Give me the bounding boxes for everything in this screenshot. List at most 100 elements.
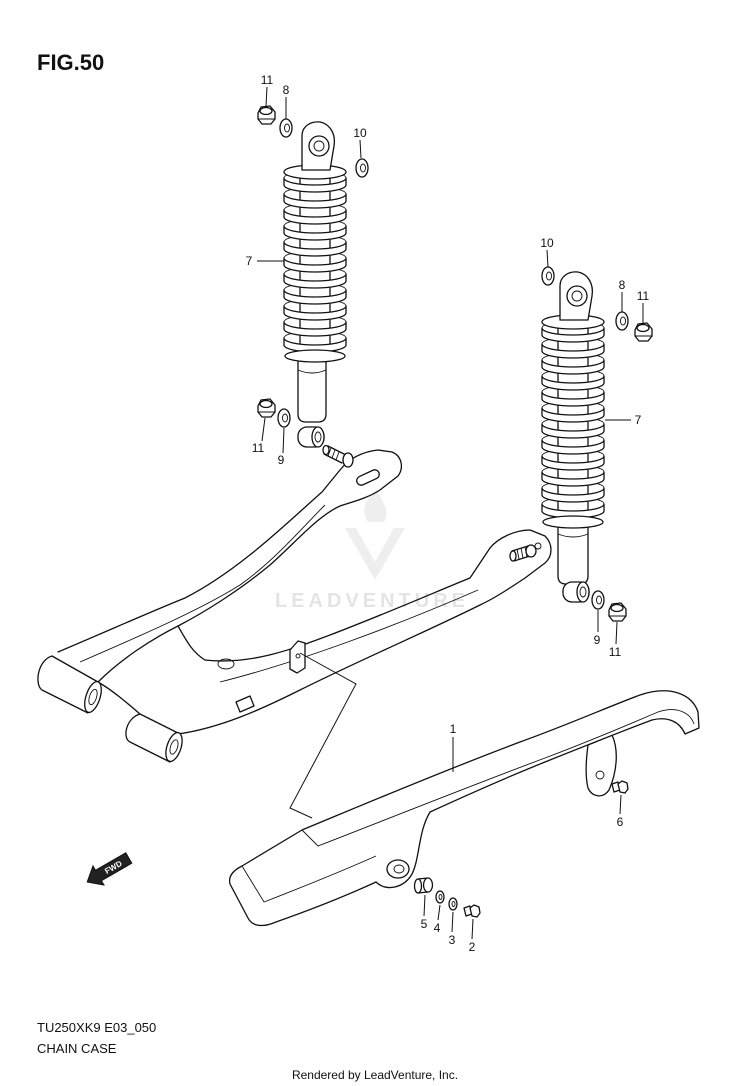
washer	[615, 311, 629, 331]
lower-pivot-tube	[125, 713, 183, 763]
figure-title: FIG.50	[37, 50, 104, 75]
watermark-flame-icon	[364, 488, 387, 522]
swing-arm-lower-member	[177, 529, 552, 735]
mount-boss-hole	[393, 864, 405, 874]
left-shock-absorber	[283, 121, 347, 448]
lower-pivot-tube-end	[165, 731, 183, 763]
callout-number: 5	[421, 917, 428, 931]
upper-stud-threads	[327, 447, 340, 461]
washer	[279, 118, 293, 138]
lower-stud-collar	[525, 544, 537, 558]
upper-stud-shank	[323, 445, 347, 464]
mount-tab-hole	[295, 653, 301, 659]
callout-number: 7	[635, 413, 642, 427]
hose-guide-bracket	[235, 695, 255, 713]
upper-stud-collar	[342, 452, 354, 468]
chain-case-mount-tab	[289, 640, 306, 674]
callout-number: 11	[637, 289, 650, 303]
washer	[541, 266, 555, 286]
render-credit: Rendered by LeadVenture, Inc.	[292, 1068, 458, 1082]
leader-line	[615, 621, 618, 645]
lower-pivot-tube-body	[125, 713, 179, 763]
callout-number: 2	[469, 940, 476, 954]
callout-number: 8	[619, 278, 626, 292]
watermark: LEADVENTURE	[275, 488, 469, 612]
left-shock-collar-line	[297, 369, 327, 374]
swing-arm-boss	[217, 658, 235, 670]
upper-stud-tip	[322, 444, 330, 456]
callout-number: 6	[617, 815, 624, 829]
callouts-left-shock: 11 8 10 7 11 9	[246, 73, 367, 467]
bolt	[611, 780, 629, 794]
arrow-left-icon	[86, 852, 133, 886]
leader-line	[471, 918, 474, 940]
right-shock-collar-line	[557, 533, 589, 538]
swing-arm-lower-face-line	[219, 589, 479, 683]
upper-plate-stud	[322, 444, 354, 468]
callouts-chain-case: 1 6 5 4 3 2	[421, 722, 624, 954]
cap-nut	[257, 398, 276, 418]
callout-number: 9	[594, 633, 601, 647]
chain-case-end-fold	[241, 855, 377, 903]
left-shock-bottom-bushing	[311, 426, 325, 448]
rear-bracket-hole	[595, 770, 605, 780]
watermark-logo-icon	[345, 528, 405, 580]
collar-front-face	[422, 877, 434, 893]
chain-case-flange-line	[301, 709, 695, 847]
swing-arm	[37, 444, 552, 763]
bolt	[463, 904, 481, 918]
left-shock-bottom-bore	[314, 431, 322, 443]
diagram-caption: CHAIN CASE	[37, 1041, 117, 1056]
upper-pivot-tube-body	[37, 655, 99, 714]
washer	[355, 158, 369, 178]
leader-line	[619, 794, 622, 815]
upper-pivot-tube-bore	[88, 688, 98, 706]
callout-number: 11	[261, 73, 274, 87]
leader-line	[282, 427, 285, 454]
callout-number: 10	[353, 126, 367, 140]
right-shock-top-bore	[571, 290, 583, 302]
callouts-right-shock: 10 8 11 7 9 11	[540, 236, 649, 659]
right-shock-lower-seat	[542, 515, 604, 529]
leader-lines	[257, 86, 644, 940]
lower-plate-stud	[509, 544, 537, 562]
right-shock-top-bushing	[566, 285, 588, 307]
leader-line	[437, 904, 441, 921]
axle-slot-upper	[356, 469, 380, 486]
right-shock-bottom-bore	[579, 586, 587, 598]
cap-nut	[608, 602, 627, 622]
bolt-head	[617, 780, 629, 794]
lower-stud-tip	[509, 550, 517, 562]
collar	[413, 877, 434, 894]
washer	[435, 890, 445, 904]
swing-arm-upper-member	[57, 449, 403, 683]
upper-pivot-tube	[37, 655, 102, 714]
washer	[448, 897, 458, 911]
callout-number: 1	[450, 722, 457, 736]
axle-plate-hole	[534, 542, 542, 550]
swing-arm-cross-member	[177, 625, 206, 661]
callout-number: 3	[449, 933, 456, 947]
right-shock-bottom-bushing	[576, 581, 590, 603]
collar-back-face	[413, 878, 423, 894]
leader-line	[451, 911, 454, 933]
mounting-reference-line	[289, 652, 357, 819]
callout-number: 8	[283, 83, 290, 97]
callout-number: 7	[246, 254, 253, 268]
model-code: TU250XK9 E03_050	[37, 1020, 156, 1035]
right-shock-absorber	[541, 271, 605, 603]
leader-line	[265, 86, 268, 107]
left-shock-lower-body	[297, 355, 327, 423]
chain-case-rear-bracket	[585, 734, 617, 797]
lower-pivot-tube-bore	[169, 739, 179, 755]
upper-pivot-tube-end	[84, 680, 102, 714]
watermark-text: LEADVENTURE	[275, 590, 469, 612]
leader-line	[546, 249, 549, 268]
left-shock-top-bushing	[308, 135, 330, 157]
left-shock-top-bore	[313, 140, 325, 152]
washer	[277, 408, 291, 428]
cap-nut	[634, 322, 653, 342]
bolt-head	[469, 904, 481, 918]
swing-arm-upper-face-line	[79, 504, 326, 663]
